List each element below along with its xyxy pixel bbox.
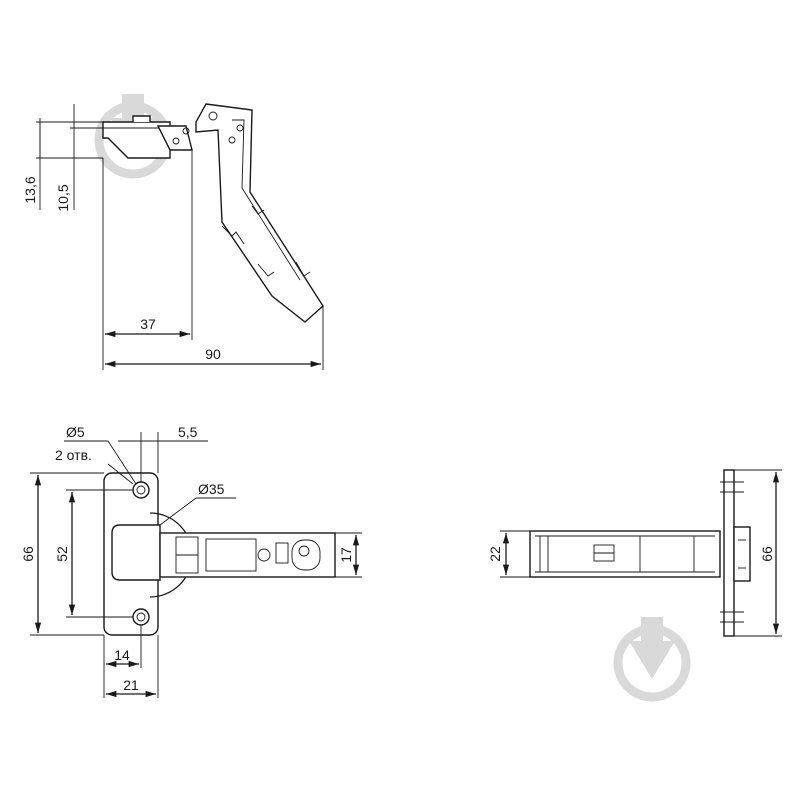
dim-plate-height: 66 (20, 546, 36, 562)
dim-cup-depth: 10,5 (55, 184, 71, 211)
front-view (30, 432, 362, 698)
watermark-logo-bottom (613, 617, 691, 702)
dim-cup-edge-distance: 14 (114, 647, 130, 663)
mounting-plate-side (723, 469, 735, 637)
dim-cup-offset: 37 (140, 316, 156, 332)
dim-total-height: 13,6 (22, 176, 38, 203)
dim-cup-diameter: Ø35 (198, 481, 225, 497)
dim-arm-width: 17 (338, 547, 354, 563)
dim-arm-height: 22 (487, 546, 503, 562)
dim-total-length: 90 (205, 346, 221, 362)
hinge-cup-profile (102, 121, 171, 159)
dim-top-plate-height: 66 (759, 546, 775, 562)
dim-hole-count: 2 отв. (55, 447, 92, 463)
dim-hole-edge-offset: 5,5 (178, 424, 198, 440)
dim-hole-diameter: Ø5 (66, 424, 85, 440)
hinge-arm-top (529, 530, 721, 578)
side-view (36, 103, 324, 370)
top-view (500, 469, 782, 637)
dim-plate-width: 21 (123, 677, 139, 693)
dim-hole-spacing: 52 (54, 546, 70, 562)
